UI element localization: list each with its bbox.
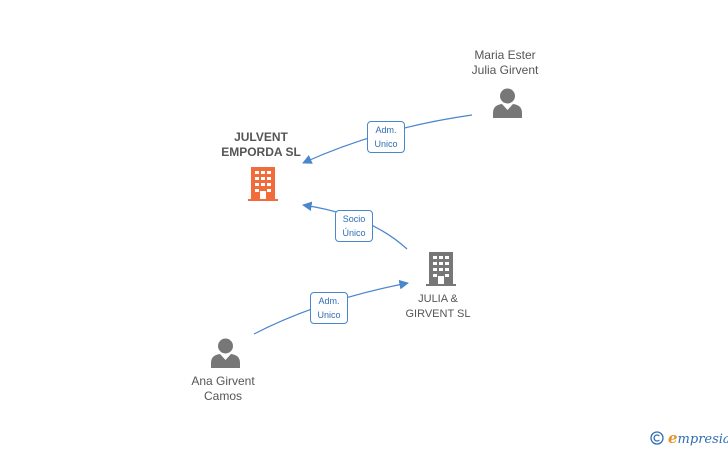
edge-label-julia-sl-to-julvent[interactable]: Socio Único bbox=[335, 210, 373, 242]
edge-label-line1: Adm. bbox=[375, 125, 397, 135]
node-label-line1: JULIA & bbox=[418, 293, 458, 305]
node-label-line2: GIRVENT SL bbox=[405, 308, 471, 320]
edge-label-ana-to-julia-sl[interactable]: Adm. Unico bbox=[310, 292, 348, 324]
building-icon[interactable] bbox=[426, 252, 456, 291]
node-label-julvent[interactable]: JULVENT EMPORDA SL bbox=[191, 130, 331, 160]
copyright-icon bbox=[650, 431, 664, 445]
edge-label-line2: Unico bbox=[374, 139, 398, 149]
edge-label-maria-to-julvent[interactable]: Adm. Unico bbox=[367, 121, 405, 153]
node-label-line1: Maria Ester bbox=[474, 48, 536, 62]
brand-rest: mpresia bbox=[677, 432, 728, 447]
person-icon[interactable] bbox=[493, 88, 522, 123]
node-label-ana[interactable]: Ana Girvent Camos bbox=[153, 374, 293, 404]
building-icon[interactable] bbox=[248, 167, 278, 206]
edge-label-line1: Adm. bbox=[318, 296, 340, 306]
node-label-line2: Camos bbox=[203, 389, 242, 403]
node-label-line2: EMPORDA SL bbox=[221, 145, 301, 159]
brand-watermark: empresia bbox=[650, 428, 728, 448]
node-label-line2: Julia Girvent bbox=[471, 63, 539, 77]
node-label-maria[interactable]: Maria Ester Julia Girvent bbox=[435, 48, 575, 78]
person-icon[interactable] bbox=[211, 338, 240, 373]
brand-name: empresia bbox=[668, 429, 728, 447]
node-label-julia-girvent-sl[interactable]: JULIA & GIRVENT SL bbox=[368, 292, 508, 322]
node-label-line1: JULVENT bbox=[234, 130, 288, 144]
edge-label-line2: Unico bbox=[317, 310, 341, 320]
edge-label-line1: Socio bbox=[342, 214, 366, 224]
edge-label-line2: Único bbox=[342, 228, 366, 238]
node-label-line1: Ana Girvent bbox=[191, 374, 255, 388]
brand-initial: e bbox=[668, 429, 678, 447]
